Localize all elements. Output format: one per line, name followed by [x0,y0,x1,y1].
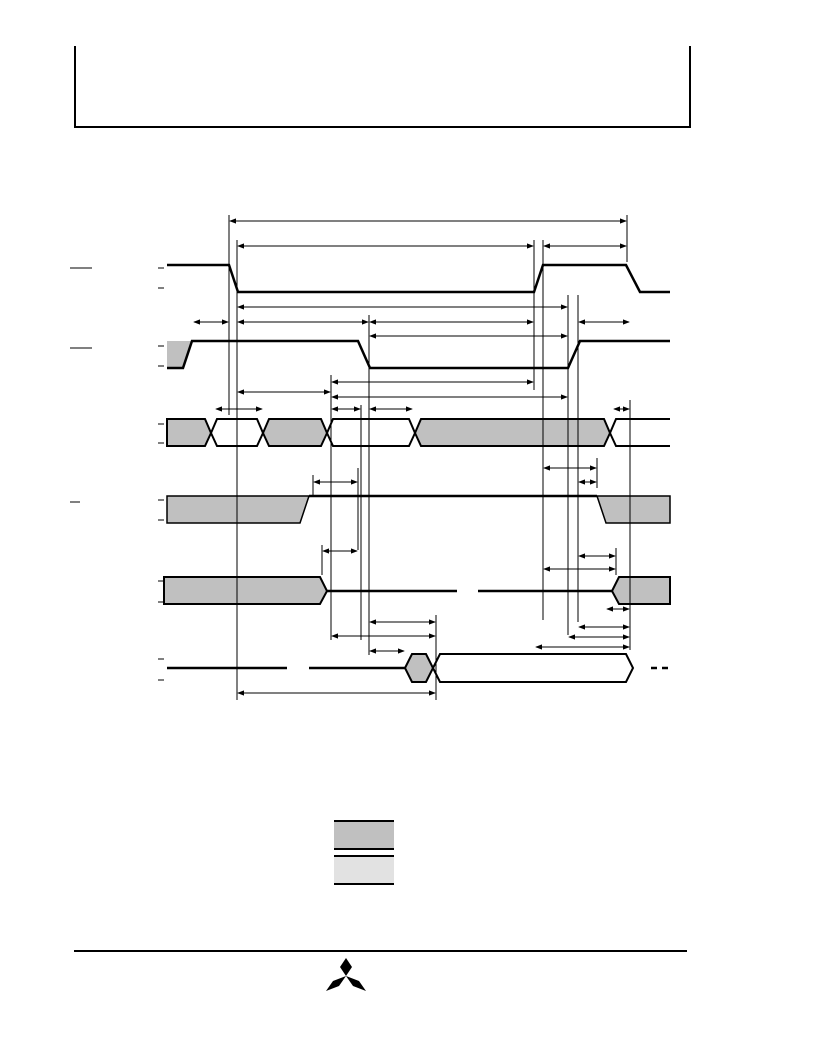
signal-4-undefined-fill-left [166,495,311,524]
signal-5-undefined-fill-left [163,576,329,605]
three-diamond-logo-icon [326,958,366,991]
signal-4-undefined-fill-right [595,495,671,524]
signal-3-bus [166,418,670,447]
signal-2-waveform [167,339,670,370]
legend-swatch-light [334,855,394,885]
signal-label-overbars [70,267,92,503]
timing-reference-lines [228,215,631,700]
legend-swatch-dark [334,820,394,850]
level-ticks [158,267,164,681]
footer-rule [74,950,687,952]
signal-1-waveform [167,263,670,294]
signal-5-undefined-fill-right [610,576,671,605]
signal-2-undefined-fill [167,341,192,368]
signal-6-transition-fill [403,653,435,683]
timing-arrows [193,218,630,696]
header-box [74,46,691,128]
signal-6-valid-data [431,653,635,683]
